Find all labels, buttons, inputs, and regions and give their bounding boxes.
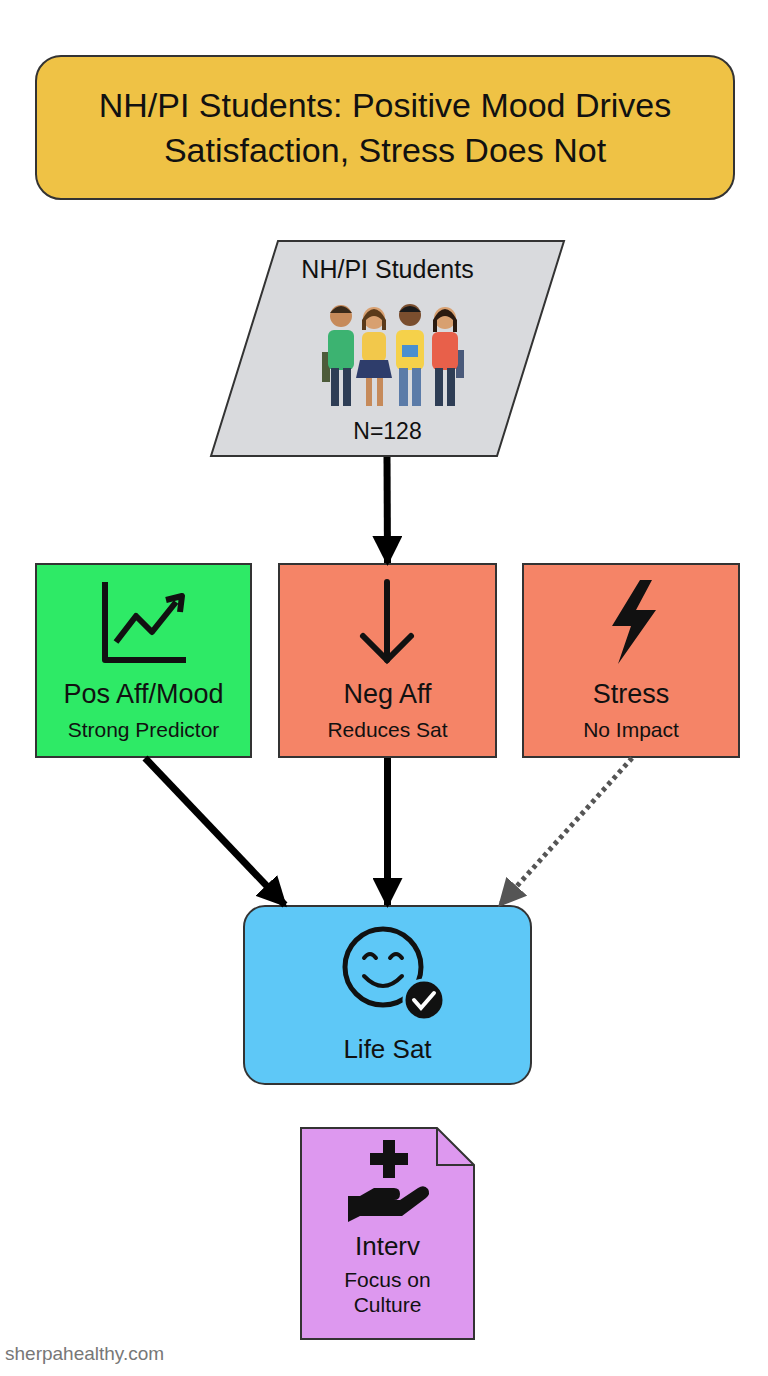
node-subtext: Strong Predictor	[41, 717, 246, 742]
connector-arrow	[384, 758, 391, 905]
node-heading: Pos Aff/Mood	[41, 678, 246, 710]
down-arrow-icon	[363, 582, 411, 660]
predictor-box: Neg AffReduces Sat	[278, 563, 497, 758]
predictor-box: Stress No Impact	[522, 563, 740, 758]
watermark: sherpahealthy.com	[5, 1343, 164, 1365]
outcome-box: Life Sat	[243, 905, 532, 1085]
connector-arrow	[145, 758, 285, 905]
predictor-box: Pos Aff/MoodStrong Predictor	[35, 563, 252, 758]
diagram-title: NH/PI Students: Positive Mood Drives Sat…	[67, 83, 703, 171]
node-heading: Interv	[310, 1231, 465, 1262]
node-heading: NH/PI Students	[270, 254, 505, 284]
node-subtext: No Impact	[528, 717, 734, 742]
node-heading: Life Sat	[253, 1034, 522, 1065]
document-box: IntervFocus on Culture	[300, 1127, 475, 1340]
connector-arrow	[384, 457, 391, 563]
node-heading: Neg Aff	[284, 678, 491, 710]
node-subtext: Focus on Culture	[322, 1267, 453, 1317]
connector-arrow	[500, 758, 632, 905]
care-icon	[348, 1140, 429, 1222]
title-banner: NH/PI Students: Positive Mood Drives Sat…	[35, 55, 735, 200]
population-box: NH/PI StudentsN=128	[210, 240, 565, 457]
chart-icon	[105, 582, 186, 660]
node-subtext: N=128	[270, 418, 505, 446]
lightning-icon	[612, 580, 656, 664]
node-subtext: Reduces Sat	[284, 717, 491, 742]
smiley-icon	[345, 929, 444, 1020]
node-heading: Stress	[528, 678, 734, 710]
students-illustration	[322, 304, 464, 406]
